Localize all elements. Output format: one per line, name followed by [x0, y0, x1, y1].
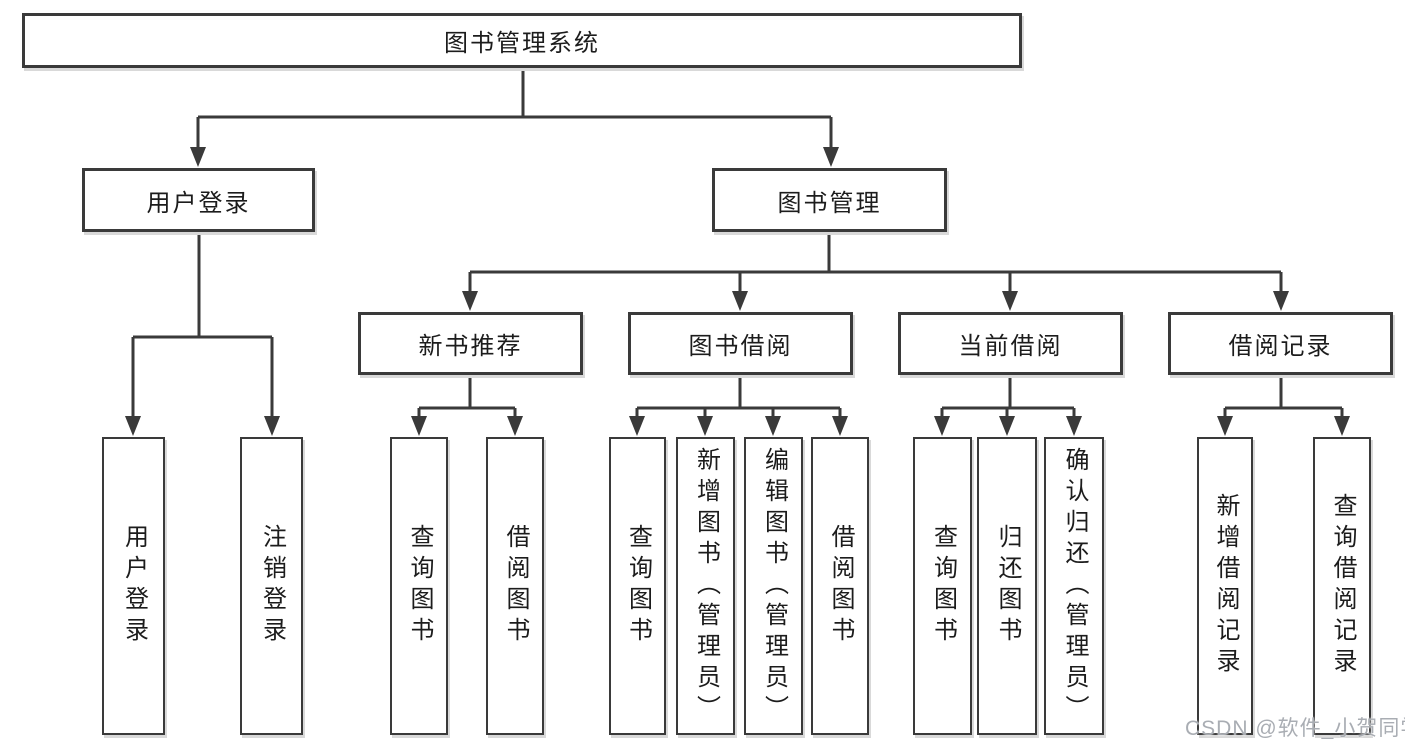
- leaf-current-return-books-label: 归还图书: [994, 524, 1021, 648]
- leaf-borrowing-edit-books-admin-label: 编辑图书（管理员）: [760, 446, 788, 726]
- leaf-borrowing-add-books-admin: 新增图书（管理员）: [676, 437, 735, 735]
- leaf-current-confirm-return-admin-label: 确认归还（管理员）: [1061, 446, 1088, 726]
- leaf-recommend-query-books-label: 查询图书: [406, 524, 433, 648]
- node-book-management-label: 图书管理: [777, 189, 882, 217]
- node-current-borrowing-label: 当前借阅: [958, 333, 1063, 360]
- leaf-user-login: 用户登录: [102, 437, 165, 735]
- leaf-current-query-books-label: 查询图书: [929, 524, 957, 648]
- leaf-borrowing-add-books-admin-label: 新增图书（管理员）: [692, 446, 720, 726]
- leaf-user-login-label: 用户登录: [120, 524, 148, 648]
- leaf-current-query-books: 查询图书: [913, 437, 972, 735]
- node-book-borrowing-label: 图书借阅: [688, 333, 793, 360]
- node-new-book-recommend-label: 新书推荐: [418, 333, 523, 360]
- leaf-borrowing-query-books-label: 查询图书: [624, 524, 652, 648]
- node-root-label: 图书管理系统: [444, 30, 600, 57]
- node-borrowing-records-label: 借阅记录: [1228, 333, 1333, 360]
- leaf-recommend-borrow-books-label: 借阅图书: [502, 524, 529, 648]
- leaf-borrowing-borrow-books: 借阅图书: [811, 437, 869, 735]
- node-user-login: 用户登录: [82, 168, 315, 232]
- leaf-recommend-query-books: 查询图书: [390, 437, 448, 735]
- node-root: 图书管理系统: [22, 13, 1022, 68]
- node-user-login-label: 用户登录: [146, 189, 251, 217]
- node-borrowing-records: 借阅记录: [1168, 312, 1393, 375]
- leaf-current-return-books: 归还图书: [977, 437, 1037, 735]
- leaf-logout: 注销登录: [240, 437, 303, 735]
- node-new-book-recommend: 新书推荐: [358, 312, 583, 375]
- leaf-recommend-borrow-books: 借阅图书: [486, 437, 544, 735]
- leaf-records-add-record: 新增借阅记录: [1197, 437, 1253, 735]
- csdn-watermark: CSDN @软件_小贺同学: [1185, 717, 1405, 740]
- leaf-borrowing-query-books: 查询图书: [609, 437, 666, 735]
- leaf-logout-label: 注销登录: [258, 524, 286, 648]
- leaf-borrowing-borrow-books-label: 借阅图书: [827, 524, 854, 648]
- node-book-management: 图书管理: [712, 168, 947, 232]
- leaf-records-add-record-label: 新增借阅记录: [1212, 493, 1239, 679]
- leaf-records-query-record: 查询借阅记录: [1313, 437, 1371, 735]
- node-book-borrowing: 图书借阅: [628, 312, 853, 375]
- leaf-borrowing-edit-books-admin: 编辑图书（管理员）: [744, 437, 803, 735]
- leaf-current-confirm-return-admin: 确认归还（管理员）: [1044, 437, 1104, 735]
- node-current-borrowing: 当前借阅: [898, 312, 1123, 375]
- leaf-records-query-record-label: 查询借阅记录: [1329, 493, 1356, 679]
